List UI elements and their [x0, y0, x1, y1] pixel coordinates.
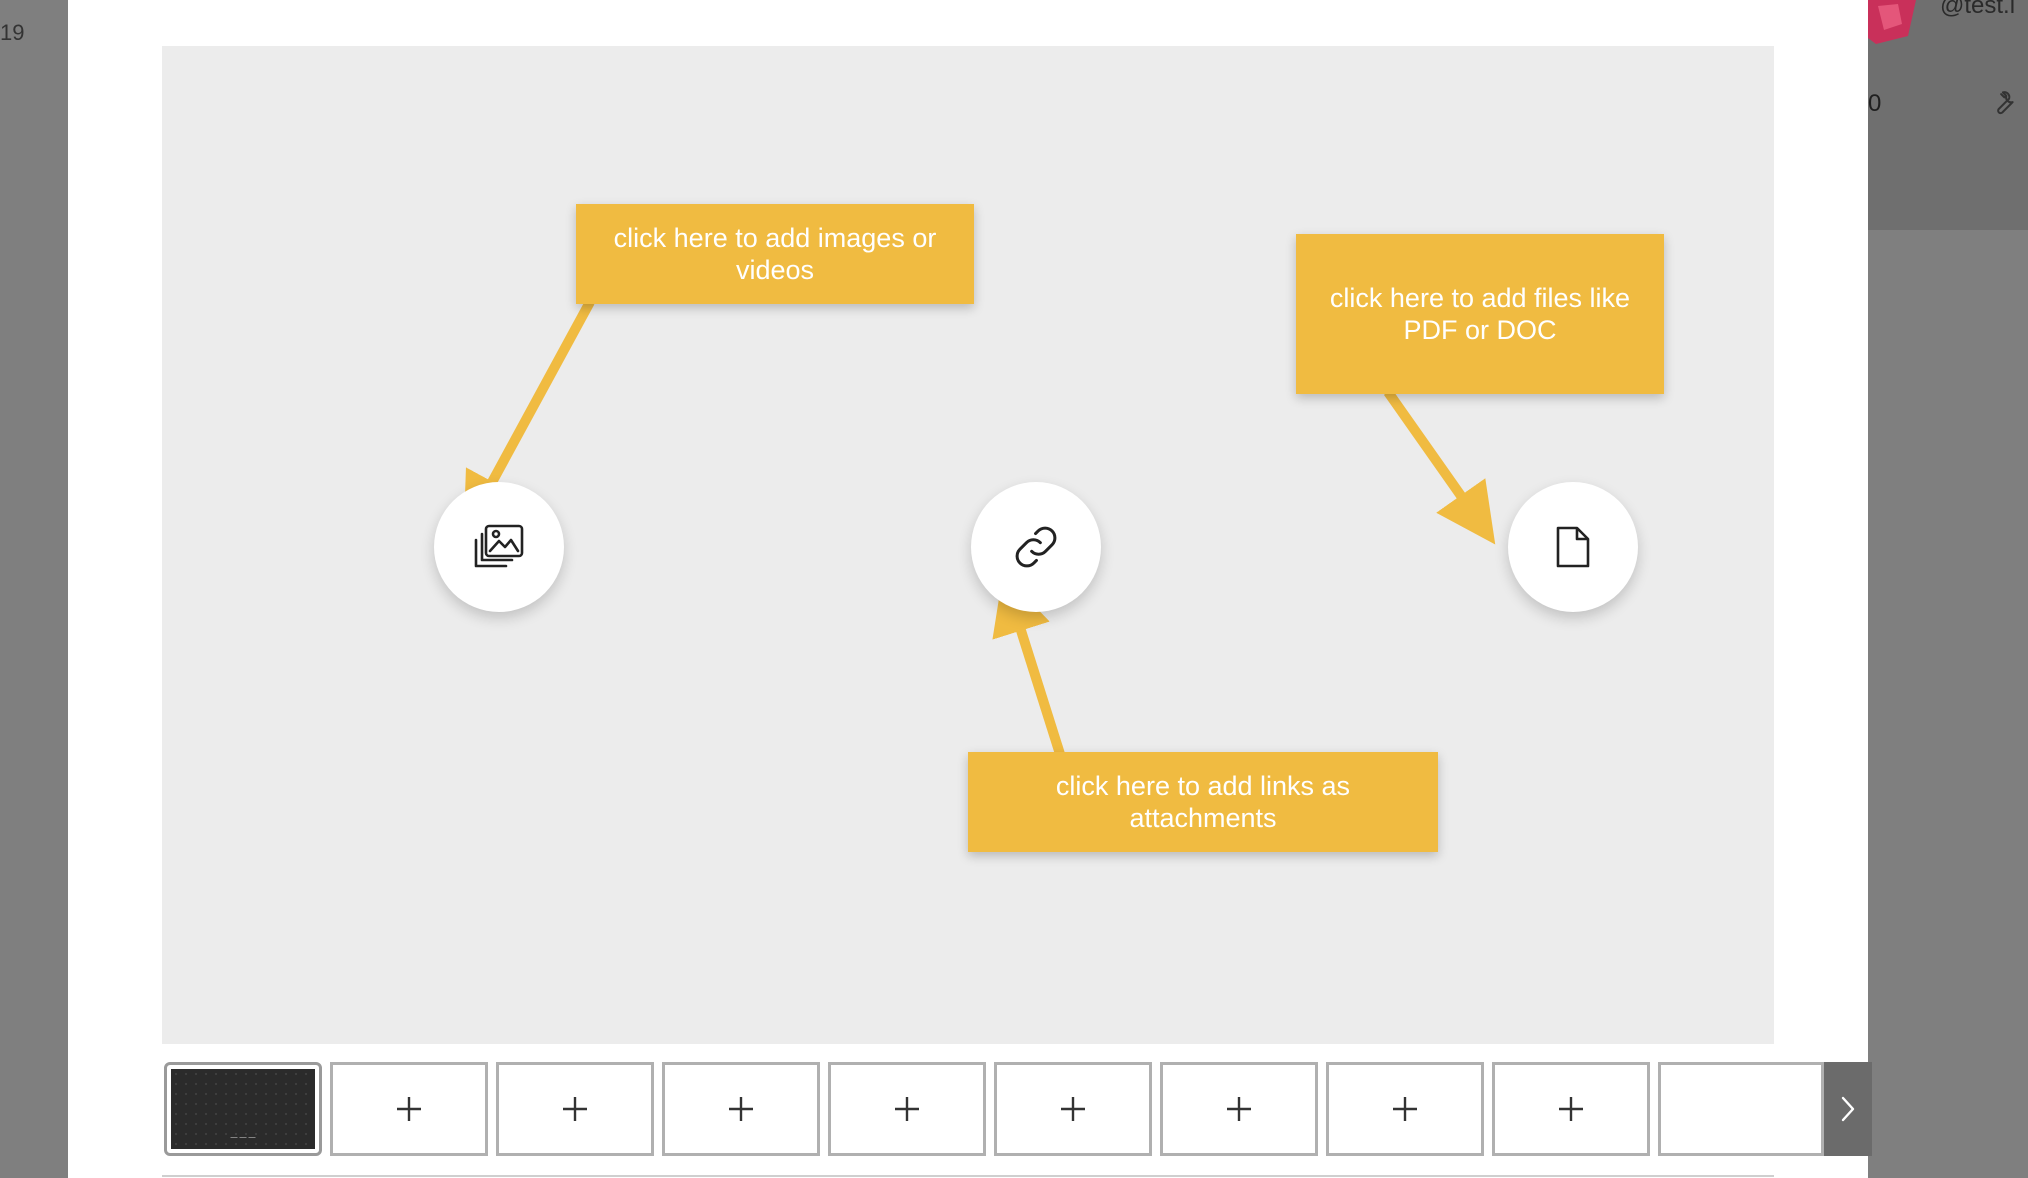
add-file-button[interactable] [1508, 482, 1638, 612]
add-slot-button[interactable] [828, 1062, 986, 1156]
images-callout: click here to add images or videos [576, 204, 974, 304]
chevron-right-icon [1841, 1096, 1855, 1122]
plus-icon [729, 1097, 753, 1121]
links-callout-text: click here to add links as attachments [1055, 771, 1351, 833]
plus-icon [1393, 1097, 1417, 1121]
add-link-button[interactable] [971, 482, 1101, 612]
thumbnail-caption: — — — [230, 1134, 256, 1141]
add-images-button[interactable] [434, 482, 564, 612]
attachments-modal: click here to add images or videos click… [68, 0, 1872, 1178]
divider [162, 1175, 1774, 1177]
thumbnail-selected[interactable]: — — — [164, 1062, 322, 1156]
user-handle: @test.l [1940, 0, 2016, 19]
files-callout: click here to add files like PDF or DOC [1296, 234, 1664, 394]
add-slot-button[interactable] [1326, 1062, 1484, 1156]
thumbnail-strip: — — — [164, 1062, 1872, 1158]
wrench-icon[interactable] [1988, 88, 2018, 118]
images-icon [474, 524, 524, 568]
avatar [1868, 0, 1916, 44]
thumbnail-image: — — — [171, 1069, 315, 1149]
background-text: 19 [0, 20, 25, 45]
images-callout-text: click here to add images or videos [613, 223, 937, 285]
add-slot-button[interactable] [1160, 1062, 1318, 1156]
thumbnails-next-button[interactable] [1824, 1062, 1872, 1156]
attachment-preview-area: click here to add images or videos click… [162, 46, 1774, 1044]
plus-icon [397, 1097, 421, 1121]
add-slot-button[interactable] [1492, 1062, 1650, 1156]
plus-icon [895, 1097, 919, 1121]
add-slot-button[interactable] [496, 1062, 654, 1156]
file-icon [1556, 526, 1590, 568]
add-slot-button[interactable] [994, 1062, 1152, 1156]
add-slot-button[interactable] [1658, 1062, 1824, 1156]
plus-icon [1227, 1097, 1251, 1121]
plus-icon [1061, 1097, 1085, 1121]
plus-icon [563, 1097, 587, 1121]
add-slot-button[interactable] [662, 1062, 820, 1156]
plus-icon [1559, 1097, 1583, 1121]
add-slot-button[interactable] [330, 1062, 488, 1156]
files-callout-text: click here to add files like PDF or DOC [1329, 283, 1631, 345]
count-value: 0 [1868, 90, 1882, 117]
links-callout: click here to add links as attachments [968, 752, 1438, 852]
link-icon [1015, 526, 1057, 568]
